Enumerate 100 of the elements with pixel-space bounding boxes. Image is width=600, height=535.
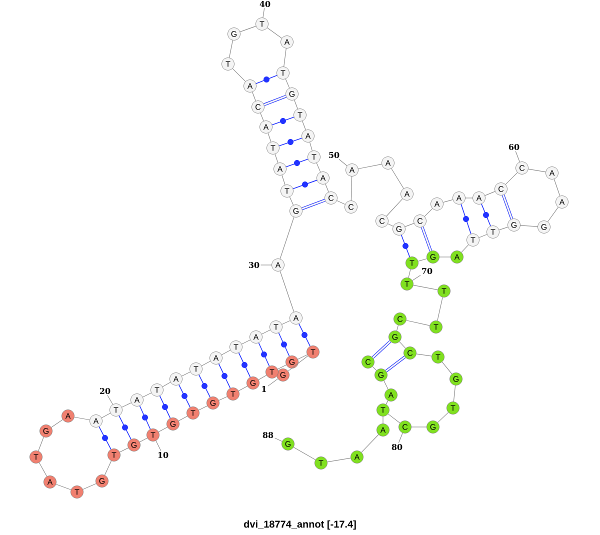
base-pair-line [460, 204, 472, 234]
base-pair-line [372, 340, 392, 359]
position-number: 88 [262, 432, 274, 438]
backbone-line [142, 392, 152, 398]
backbone-line [119, 448, 129, 452]
backbone-line [232, 68, 246, 82]
backbone-line [56, 484, 72, 490]
backbone-line [554, 178, 560, 196]
backbone-line [350, 176, 352, 201]
backbone-line [282, 320, 290, 325]
backbone-line [258, 374, 267, 380]
backbone-line [418, 258, 428, 262]
backbone-line [406, 320, 430, 326]
backbone-line [74, 416, 90, 420]
base-pair-line [98, 426, 112, 450]
leader-line [260, 264, 272, 266]
backbone-line [252, 92, 256, 102]
backbone-line [325, 184, 329, 192]
backbone-line [293, 446, 316, 460]
leader-line [515, 150, 520, 162]
backbone-line [238, 386, 248, 392]
backbone-line [386, 400, 388, 405]
backbone-line [411, 426, 427, 428]
backbone-line [416, 354, 432, 356]
base-pair-line [302, 198, 326, 210]
base-pair-line [502, 194, 514, 220]
base-pair-line [420, 226, 432, 252]
position-number: 40 [260, 0, 270, 8]
base-pair-line [292, 180, 318, 190]
backbone-line [316, 162, 321, 172]
backbone-line [298, 354, 308, 360]
backbone-line [327, 458, 351, 462]
base-pair-line [238, 352, 251, 378]
backbone-line [268, 132, 272, 142]
position-number: 70 [422, 268, 432, 274]
backbone-line [260, 112, 264, 122]
title: dvi_18774_annot [-17.4] [244, 520, 356, 530]
backbone-line [442, 199, 454, 203]
backbone-line [101, 412, 111, 418]
leader-line [156, 440, 162, 452]
backbone-line [505, 172, 518, 185]
backbone-line [38, 436, 44, 452]
base-pair-line [264, 95, 286, 106]
backbone-line [241, 340, 251, 344]
backbone-line [284, 48, 286, 67]
backbone-line [277, 364, 287, 370]
position-number: 50 [329, 152, 340, 158]
leader-line [412, 274, 421, 281]
base-pair-line [400, 234, 410, 258]
leader-line [274, 438, 282, 442]
base-pair-line [139, 405, 151, 430]
backbone-line [484, 191, 496, 196]
backbone-line [384, 380, 388, 390]
backbone-line [396, 324, 399, 332]
backbone-line [139, 438, 148, 442]
backbone-line [453, 385, 456, 402]
backbone-line [437, 297, 443, 321]
backbone-line [289, 196, 294, 206]
backbone-line [198, 406, 208, 410]
backbone-line [336, 200, 346, 205]
base-pair-line [385, 356, 406, 372]
leader-line [398, 432, 403, 444]
backbone-line [461, 244, 469, 253]
base-pair-line [258, 342, 270, 367]
position-number: 20 [100, 388, 110, 394]
backbone-line [240, 26, 256, 32]
backbone-line [218, 396, 228, 401]
backbone-line [280, 216, 294, 260]
backbone-line [122, 402, 132, 408]
backbone-line [391, 168, 404, 189]
position-number: 60 [508, 144, 520, 150]
backbone-line [178, 416, 188, 422]
backbone-line [274, 154, 278, 164]
leader-line [268, 378, 278, 386]
backbone-line [437, 412, 449, 423]
backbone-line [358, 164, 382, 170]
backbone-line [408, 268, 411, 278]
backbone-line [386, 198, 403, 217]
base-pair-line [286, 158, 308, 168]
position-number: 1 [262, 386, 266, 392]
backbone-line [288, 356, 308, 372]
backbone-line [104, 460, 112, 476]
leader-line [262, 8, 265, 18]
backbone-line [442, 362, 452, 374]
backbone-line [51, 419, 63, 428]
base-pair-line [198, 374, 211, 398]
backbone-line [201, 360, 211, 366]
base-pair-line [218, 363, 231, 389]
backbone-line [528, 168, 546, 172]
backbone-line [266, 27, 282, 39]
backbone-line [520, 225, 538, 227]
base-pair-line [272, 116, 294, 126]
leader-line [338, 158, 348, 166]
backbone-line [361, 434, 379, 453]
base-pair-line [256, 74, 278, 84]
base-pair-line [159, 395, 171, 419]
base-pair-line [278, 332, 290, 357]
backbone-line [413, 284, 438, 290]
base-pair-line [298, 323, 311, 347]
backbone-line [282, 174, 286, 186]
